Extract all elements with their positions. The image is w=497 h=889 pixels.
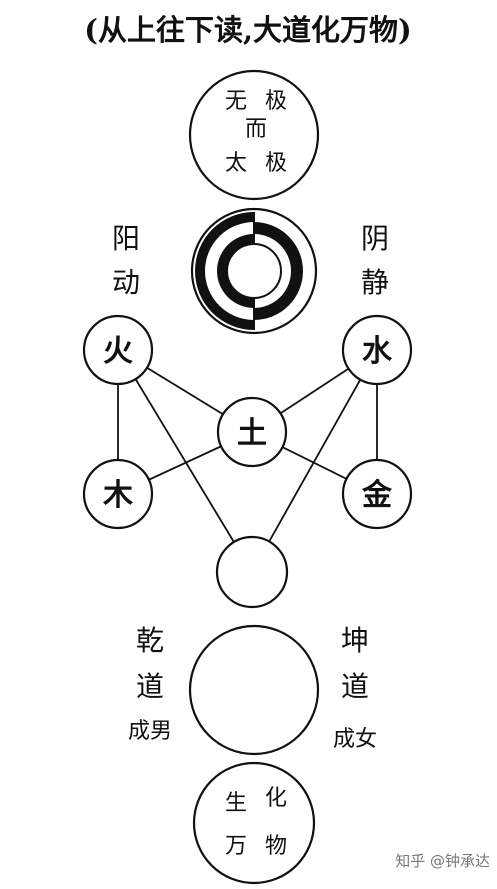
qian-char: 乾	[136, 624, 164, 657]
earth-label: 土	[237, 416, 267, 451]
qian-dao-char: 道	[136, 670, 164, 703]
wuji-char-3: 而	[245, 117, 267, 142]
yang-char-2: 动	[112, 266, 140, 299]
diagram-title: (从上往下读,大道化万物)	[84, 13, 412, 47]
junction-circle	[215, 535, 289, 609]
wuji-circle	[188, 69, 320, 201]
wood-circle	[82, 458, 154, 530]
kun-dao-char: 道	[341, 670, 369, 703]
yin-char-2: 静	[361, 266, 389, 299]
bottom-char-1: 生	[225, 791, 247, 816]
earth-circle	[216, 396, 288, 468]
kun-char: 坤	[341, 624, 369, 657]
wuji-char-5: 极	[265, 151, 287, 176]
wuji-char-1: 无	[225, 89, 247, 114]
watermark: 知乎 @钟承达	[395, 852, 490, 870]
wood-label: 木	[102, 478, 133, 513]
water-label: 水	[362, 334, 393, 369]
cheng-nv-label: 成女	[333, 727, 377, 752]
cheng-nan-label: 成男	[128, 719, 172, 744]
bottom-char-4: 物	[265, 834, 287, 859]
fire-circle	[82, 314, 154, 386]
wuji-char-2: 极	[265, 89, 287, 114]
qian-kun-circle	[188, 624, 320, 756]
yin-char-1: 阴	[361, 222, 389, 255]
yang-char-1: 阳	[112, 222, 140, 255]
wuji-char-4: 太	[225, 151, 247, 176]
fire-label: 火	[103, 334, 133, 369]
water-circle	[341, 314, 413, 386]
bottom-char-3: 万	[225, 834, 247, 859]
yin-yang-rings-icon	[190, 207, 318, 335]
bottom-circle	[192, 761, 316, 885]
metal-circle	[341, 458, 413, 530]
bottom-char-2: 化	[265, 786, 287, 811]
metal-label: 金	[361, 478, 393, 513]
